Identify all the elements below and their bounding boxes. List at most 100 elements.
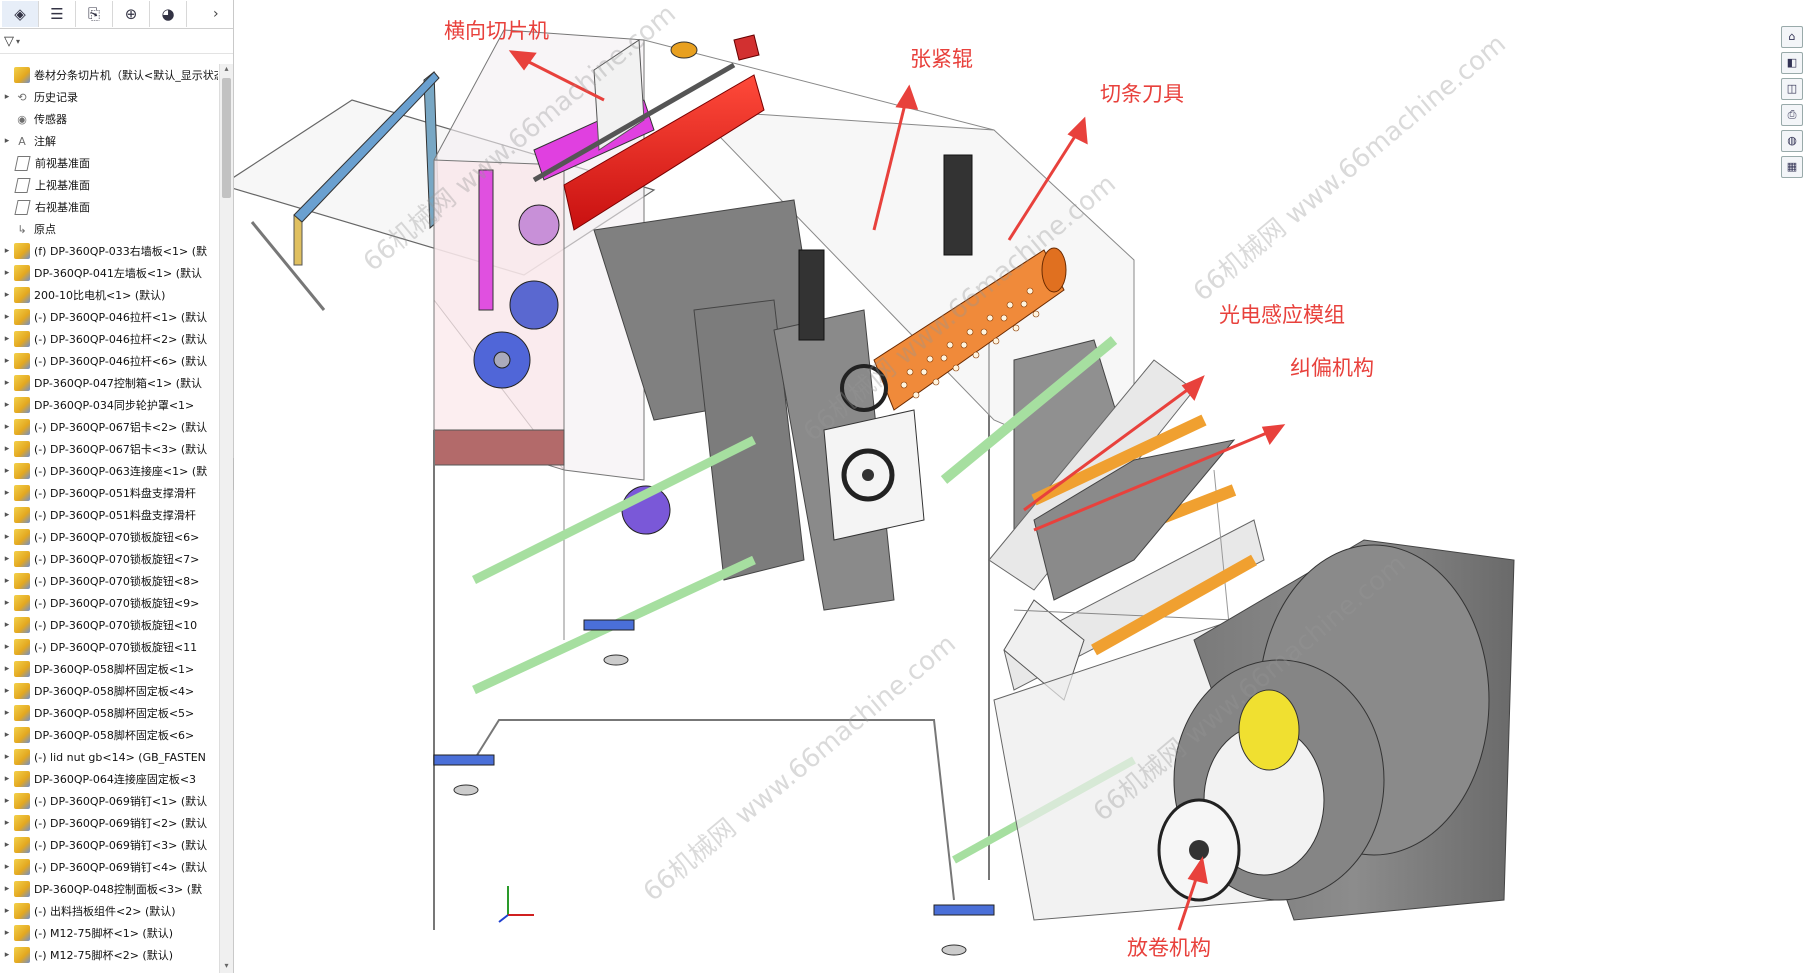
expand-arrow-icon[interactable]: ▸ bbox=[4, 532, 10, 542]
expand-arrow-icon[interactable]: ▸ bbox=[4, 598, 10, 608]
tree-item[interactable]: ▸(-) DP-360QP-070锁板旋钮<6> bbox=[0, 526, 218, 548]
scroll-thumb[interactable] bbox=[222, 78, 231, 198]
view-tool-icon[interactable]: ⌂ bbox=[1781, 26, 1803, 48]
expand-arrow-icon[interactable]: ▸ bbox=[4, 466, 10, 476]
tree-item[interactable]: ▸DP-360QP-041左墙板<1> (默认 bbox=[0, 262, 218, 284]
tree-scrollbar[interactable]: ▴ ▾ bbox=[219, 64, 233, 973]
tree-item[interactable]: ▸(-) DP-360QP-069销钉<4> (默认 bbox=[0, 856, 218, 878]
expand-arrow-icon[interactable]: ▸ bbox=[4, 246, 10, 256]
tree-item[interactable]: 上视基准面 bbox=[0, 174, 218, 196]
filter-icon[interactable]: ▽ bbox=[4, 33, 14, 49]
expand-arrow-icon[interactable]: ▸ bbox=[4, 92, 10, 102]
tree-item[interactable]: ▸(-) DP-360QP-063连接座<1> (默 bbox=[0, 460, 218, 482]
expand-arrow-icon[interactable]: ▸ bbox=[4, 752, 10, 762]
expand-arrow-icon[interactable]: ▸ bbox=[4, 268, 10, 278]
tree-item[interactable]: ▸(-) DP-360QP-046拉杆<1> (默认 bbox=[0, 306, 218, 328]
tree-item[interactable]: ▸(-) DP-360QP-046拉杆<6> (默认 bbox=[0, 350, 218, 372]
tree-item[interactable]: ▸(-) DP-360QP-069销钉<1> (默认 bbox=[0, 790, 218, 812]
filter-dropdown-icon[interactable]: ▾ bbox=[16, 36, 21, 46]
expand-arrow-icon[interactable]: ▸ bbox=[4, 378, 10, 388]
more-tabs-icon[interactable]: › bbox=[213, 6, 219, 22]
tree-item[interactable]: ▸DP-360QP-034同步轮护罩<1> bbox=[0, 394, 218, 416]
tree-item[interactable]: ▸DP-360QP-058脚杯固定板<4> bbox=[0, 680, 218, 702]
tree-item[interactable]: ▸DP-360QP-058脚杯固定板<5> bbox=[0, 702, 218, 724]
view-tool-icon[interactable]: ◫ bbox=[1781, 78, 1803, 100]
tree-item[interactable]: ▸(-) DP-360QP-046拉杆<2> (默认 bbox=[0, 328, 218, 350]
tree-item[interactable]: ▸⟲历史记录 bbox=[0, 86, 218, 108]
filter-bar: ▽ ▾ bbox=[0, 29, 233, 54]
expand-arrow-icon[interactable]: ▸ bbox=[4, 840, 10, 850]
feature-icon: ◉ bbox=[17, 112, 27, 126]
expand-arrow-icon[interactable]: ▸ bbox=[4, 510, 10, 520]
scroll-up-icon[interactable]: ▴ bbox=[224, 64, 229, 73]
tree-item[interactable]: ▸DP-360QP-058脚杯固定板<6> bbox=[0, 724, 218, 746]
tree-item[interactable]: ↳原点 bbox=[0, 218, 218, 240]
tree-item[interactable]: ▸(-) DP-360QP-069销钉<2> (默认 bbox=[0, 812, 218, 834]
expand-arrow-icon[interactable]: ▸ bbox=[4, 950, 10, 960]
tree-item[interactable]: ▸(-) DP-360QP-070锁板旋钮<8> bbox=[0, 570, 218, 592]
expand-arrow-icon[interactable]: ▸ bbox=[4, 730, 10, 740]
config-manager-tab[interactable]: ⎘ bbox=[76, 1, 113, 27]
tree-item[interactable]: ▸(-) lid nut gb<14> (GB_FASTEN bbox=[0, 746, 218, 768]
expand-arrow-icon[interactable]: ▸ bbox=[4, 290, 10, 300]
expand-arrow-icon[interactable]: ▸ bbox=[4, 818, 10, 828]
tree-item[interactable]: ▸(-) M12-75脚杯<2> (默认) bbox=[0, 944, 218, 966]
annotation-deviation-correction: 纠偏机构 bbox=[1290, 356, 1374, 380]
tree-item[interactable]: ▸ (-) DP-360QP-070锁板旋钮<11 bbox=[0, 636, 218, 658]
component-icon bbox=[14, 243, 30, 259]
expand-arrow-icon[interactable]: ▸ bbox=[4, 708, 10, 718]
tree-item[interactable]: ▸(-) 出料挡板组件<2> (默认) bbox=[0, 900, 218, 922]
tree-item[interactable]: ▸(-) DP-360QP-067铝卡<3> (默认 bbox=[0, 438, 218, 460]
expand-arrow-icon[interactable]: ▸ bbox=[4, 928, 10, 938]
expand-arrow-icon[interactable]: ▸ bbox=[4, 422, 10, 432]
expand-arrow-icon[interactable]: ▸ bbox=[4, 774, 10, 784]
property-manager-tab[interactable]: ☰ bbox=[39, 1, 76, 27]
tree-item[interactable]: ◉传感器 bbox=[0, 108, 218, 130]
tree-item[interactable]: ▸DP-360QP-064连接座固定板<3 bbox=[0, 768, 218, 790]
tree-item[interactable]: ▸(-) DP-360QP-067铝卡<2> (默认 bbox=[0, 416, 218, 438]
graphics-viewport[interactable]: 横向切片机 张紧辊 切条刀具 光电感应模组 纠偏机构 放卷机构 66机械网 ww… bbox=[220, 0, 1803, 973]
tree-item[interactable]: 右视基准面 bbox=[0, 196, 218, 218]
tree-item[interactable]: ▸(-) DP-360QP-070锁板旋钮<10 bbox=[0, 614, 218, 636]
expand-arrow-icon[interactable]: ▸ bbox=[4, 862, 10, 872]
expand-arrow-icon[interactable]: ▸ bbox=[4, 444, 10, 454]
scroll-down-icon[interactable]: ▾ bbox=[224, 961, 229, 970]
tree-item[interactable]: ▸(-) DP-360QP-069销钉<3> (默认 bbox=[0, 834, 218, 856]
tree-item[interactable]: ▸(-) DP-360QP-051料盘支撑滑杆 bbox=[0, 504, 218, 526]
expand-arrow-icon[interactable]: ▸ bbox=[4, 488, 10, 498]
tree-item[interactable]: ▸DP-360QP-058脚杯固定板<1> bbox=[0, 658, 218, 680]
expand-arrow-icon[interactable]: ▸ bbox=[4, 554, 10, 564]
display-manager-tab[interactable]: ◕ bbox=[150, 1, 187, 27]
expand-arrow-icon[interactable]: ▸ bbox=[4, 796, 10, 806]
view-tool-icon[interactable]: ◍ bbox=[1781, 130, 1803, 152]
view-tool-icon[interactable]: ▦ bbox=[1781, 156, 1803, 178]
expand-arrow-icon[interactable]: ▸ bbox=[4, 620, 10, 630]
tree-item[interactable]: ▸(-) DP-360QP-070锁板旋钮<7> bbox=[0, 548, 218, 570]
tree-item[interactable]: 前视基准面 bbox=[0, 152, 218, 174]
expand-arrow-icon[interactable]: ▸ bbox=[4, 356, 10, 366]
feature-manager-tab[interactable]: ◈ bbox=[2, 1, 39, 27]
expand-arrow-icon[interactable]: ▸ bbox=[4, 312, 10, 322]
expand-arrow-icon[interactable]: ▸ bbox=[4, 576, 10, 586]
tree-item[interactable]: ▸DP-360QP-048控制面板<3> (默 bbox=[0, 878, 218, 900]
expand-arrow-icon[interactable]: ▸ bbox=[4, 664, 10, 674]
tree-item[interactable]: ▸200-10比电机<1> (默认) bbox=[0, 284, 218, 306]
expand-arrow-icon[interactable]: ▸ bbox=[4, 136, 10, 146]
view-tool-icon[interactable]: ◧ bbox=[1781, 52, 1803, 74]
expand-arrow-icon[interactable]: ▸ bbox=[4, 884, 10, 894]
expand-arrow-icon[interactable]: ▸ bbox=[4, 400, 10, 410]
tree-item[interactable]: ▸(-) DP-360QP-070锁板旋钮<9> bbox=[0, 592, 218, 614]
tree-item-label: (-) DP-360QP-070锁板旋钮<11 bbox=[34, 641, 198, 654]
expand-arrow-icon[interactable]: ▸ bbox=[4, 686, 10, 696]
tree-item[interactable]: ▸(-) DP-360QP-051料盘支撑滑杆 bbox=[0, 482, 218, 504]
expand-arrow-icon[interactable]: ▸ bbox=[4, 642, 10, 652]
tree-item[interactable]: 卷材分条切片机（默认<默认_显示状态 bbox=[0, 64, 218, 86]
expand-arrow-icon[interactable]: ▸ bbox=[4, 334, 10, 344]
view-tool-icon[interactable]: ⎙ bbox=[1781, 104, 1803, 126]
tree-item[interactable]: ▸(-) M12-75脚杯<1> (默认) bbox=[0, 922, 218, 944]
dimxpert-tab[interactable]: ⊕ bbox=[113, 1, 150, 27]
expand-arrow-icon[interactable]: ▸ bbox=[4, 906, 10, 916]
tree-item[interactable]: ▸(f) DP-360QP-033右墙板<1> (默 bbox=[0, 240, 218, 262]
tree-item[interactable]: ▸DP-360QP-047控制箱<1> (默认 bbox=[0, 372, 218, 394]
